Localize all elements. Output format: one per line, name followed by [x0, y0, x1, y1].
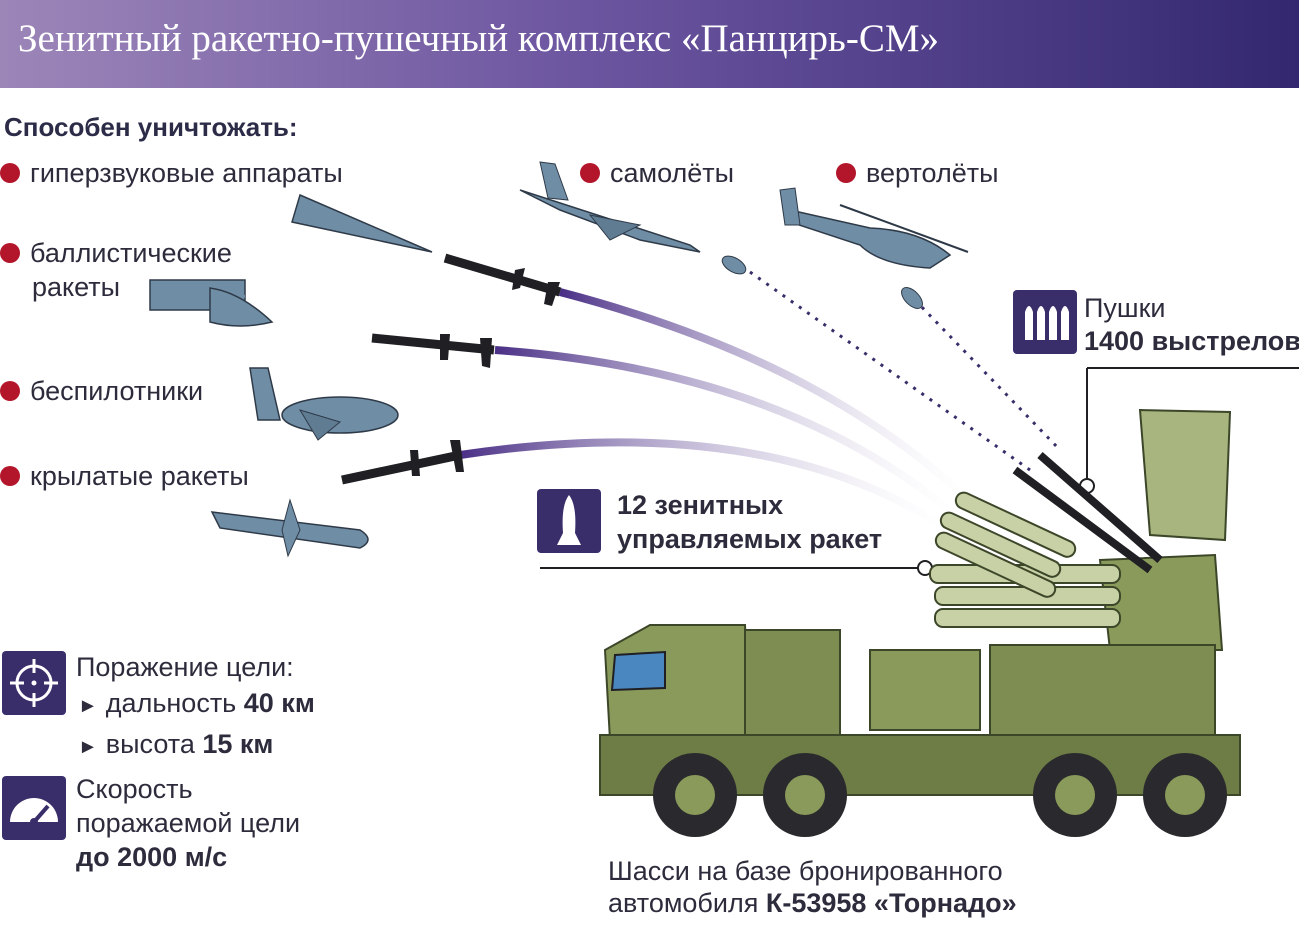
bullet-dot-icon [0, 380, 20, 401]
cruise-missile-icon [210, 498, 369, 558]
trajectory-3 [459, 438, 945, 529]
guns-value: 1400 выстрелов [1084, 324, 1299, 358]
interceptor-missile-1 [443, 253, 562, 306]
missiles-line-1-text: 12 зенитных [617, 490, 784, 520]
bullet-icon [721, 255, 747, 275]
title-bar [0, 0, 1299, 88]
page-title: Зенитный ракетно-пушечный комплекс «Панц… [18, 17, 940, 60]
ballistic-missile-icon [149, 279, 274, 327]
target-aircraft: самолёты [580, 158, 734, 189]
hypersonic-vehicle-icon [291, 193, 433, 253]
guns-value-text: 1400 выстрелов [1084, 326, 1299, 356]
engagement-label: Поражение цели: [76, 652, 294, 682]
wheel-icon [653, 753, 737, 837]
aircraft-icon [519, 161, 701, 253]
speed-line-1: Скорость [76, 774, 193, 804]
arrow-right-icon: ► [78, 736, 98, 758]
speed-value-text: до 2000 м/с [76, 842, 228, 872]
helicopter-icon [779, 187, 969, 269]
target-ballistic-label-2: ракеты [32, 272, 121, 302]
target-ballistic-label-1: баллистические [30, 238, 232, 268]
chassis-line-1: Шасси на базе бронированного [608, 856, 1003, 886]
target-cruise: крылатые ракеты [0, 461, 249, 492]
target-helicopters: вертолёты [836, 158, 999, 189]
crosshair-icon [2, 651, 66, 715]
bullet-icon [901, 287, 923, 309]
trajectory-1 [558, 288, 968, 500]
target-ballistic: баллистические [0, 238, 232, 269]
vehicle-illustration [599, 408, 1241, 837]
target-drones-label: беспилотники [30, 376, 204, 406]
missile-icon [537, 489, 601, 553]
altitude-label: высота [105, 729, 195, 759]
altitude-value: 15 км [202, 729, 274, 759]
bullet-dot-icon [836, 162, 856, 183]
missiles-line-1: 12 зенитных [617, 488, 783, 522]
bullet-dot-icon [0, 465, 20, 486]
drone-icon [249, 367, 399, 441]
trajectory-2 [494, 346, 955, 516]
chassis-line-2: автомобиля К-53958 «Торнадо» [608, 886, 1017, 920]
bullet-dot-icon [0, 162, 20, 183]
guns-label: Пушки [1084, 293, 1166, 323]
range-value: 40 км [243, 688, 315, 718]
target-cruise-label: крылатые ракеты [30, 461, 249, 491]
speed-value: до 2000 м/с [76, 840, 227, 874]
target-hypersonic-label: гиперзвуковые аппараты [30, 158, 343, 188]
wheel-icon [1033, 753, 1117, 837]
missiles-line-2-text: управляемых ракет [617, 524, 883, 554]
capable-heading: Способен уничтожать: [4, 112, 298, 142]
arrow-right-icon: ► [78, 695, 98, 717]
speed-line-2: поражаемой цели [76, 808, 301, 838]
ammunition-icon [1013, 290, 1077, 354]
chassis-model: К-53958 «Торнадо» [765, 888, 1017, 918]
target-drones: беспилотники [0, 376, 203, 407]
bullet-dot-icon [0, 242, 20, 263]
range-label: дальность [105, 688, 237, 718]
target-helicopters-label: вертолёты [866, 158, 999, 188]
bullet-dot-icon [580, 162, 600, 183]
gun-trajectory-1 [749, 270, 1031, 472]
altitude-row: ► высота 15 км [78, 727, 273, 764]
missiles-line-2: управляемых ракет [617, 522, 882, 556]
speedometer-icon [2, 776, 66, 840]
chassis-prefix: автомобиля [608, 888, 759, 918]
target-aircraft-label: самолёты [610, 158, 735, 188]
target-hypersonic: гиперзвуковые аппараты [0, 158, 343, 189]
interceptor-missile-2 [371, 333, 495, 368]
interceptor-missile-3 [341, 440, 464, 485]
wheel-icon [1143, 753, 1227, 837]
range-row: ► дальность 40 км [78, 686, 315, 723]
wheel-icon [763, 753, 847, 837]
